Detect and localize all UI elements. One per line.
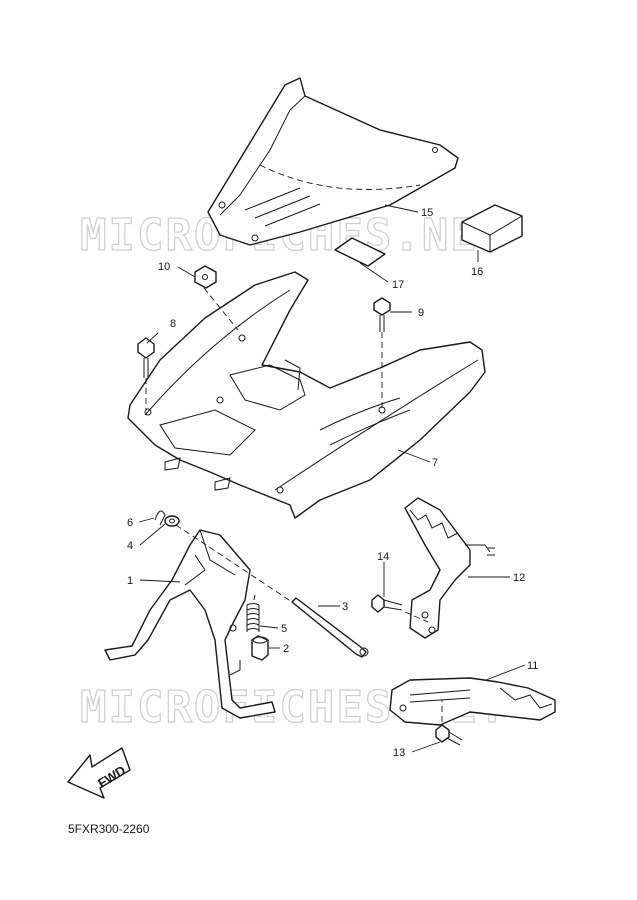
part-12-footrest-bracket [404,497,495,639]
part-16-pad [461,204,523,253]
callout-12: 12 [513,572,525,584]
callout-7: 7 [432,457,438,469]
callout-15: 15 [421,207,433,219]
part-9-bolt [373,297,391,332]
callout-16: 16 [471,266,483,278]
diagram-code: 5FXR300-2260 [68,822,150,836]
part-15-cover [207,77,459,246]
callout-8: 8 [170,318,176,330]
part-8-bolt [137,337,155,378]
part-14-bolt [371,594,403,613]
part-4-washer [164,515,180,527]
callout-11: 11 [527,660,538,672]
callout-14: 14 [377,551,389,563]
callout-numbers: 15 16 17 10 8 9 7 6 4 1 3 5 2 14 12 11 1… [127,207,538,759]
alignment-lines [145,287,443,722]
fwd-arrow-icon: FWD [67,747,131,799]
part-2-stopper [251,635,269,661]
callout-6: 6 [127,517,133,529]
part-7-footboard [127,271,486,519]
callout-3: 3 [342,601,348,613]
callout-9: 9 [418,307,424,319]
part-10-nut [194,265,217,289]
part-6-clip [154,510,166,526]
part-11-passenger-footrest [389,677,556,726]
part-3-shaft [291,597,369,658]
part-1-main-stand [104,529,276,719]
callout-2: 2 [283,643,289,655]
callout-10: 10 [158,261,170,273]
callout-4: 4 [127,540,133,552]
part-17-label [334,237,386,267]
callout-5: 5 [281,623,287,635]
callout-1: 1 [127,575,133,587]
part-13-bolt [435,724,463,746]
leader-lines [138,204,526,753]
callout-17: 17 [392,279,404,291]
callout-13: 13 [393,747,405,759]
part-5-spring [246,594,260,632]
